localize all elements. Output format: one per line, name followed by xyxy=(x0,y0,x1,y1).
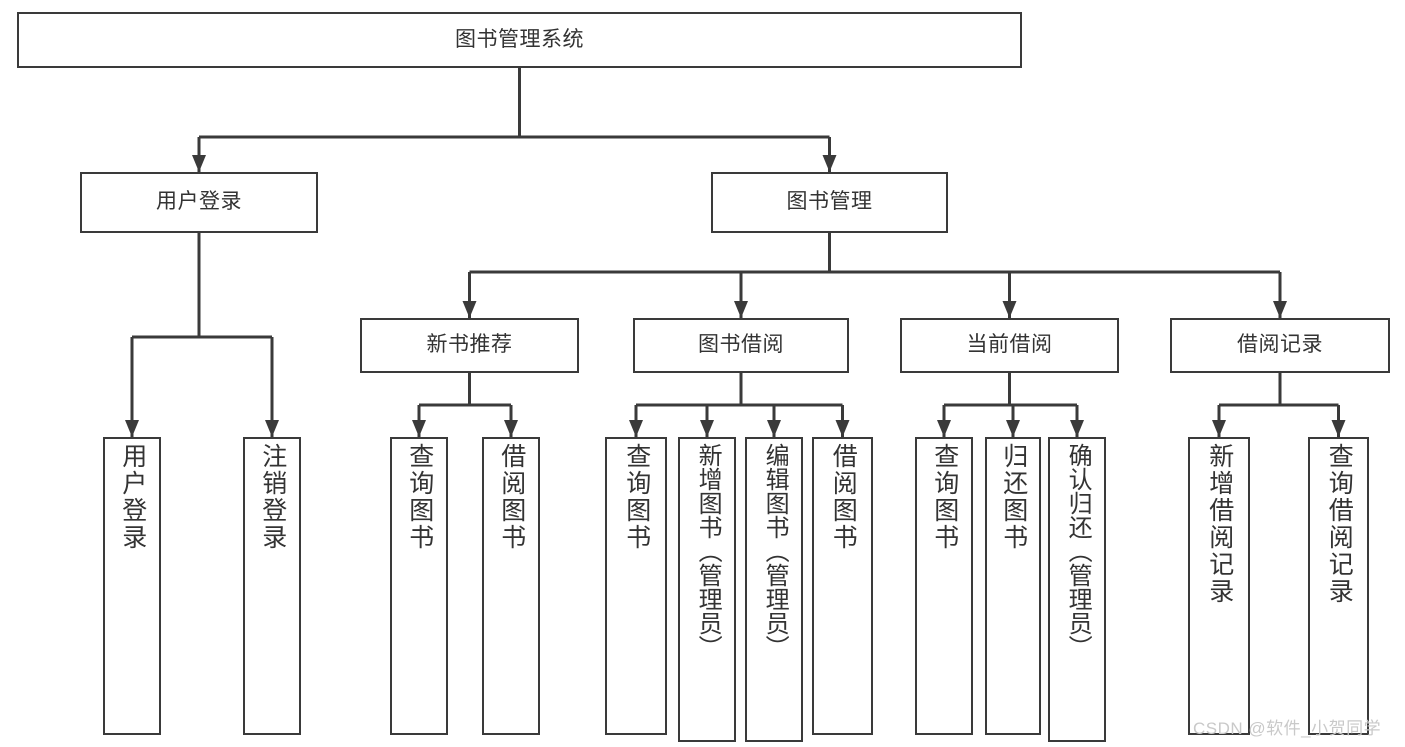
arrowhead xyxy=(734,301,748,318)
arrowhead xyxy=(192,155,206,172)
csdn-watermark: CSDN @软件_小贺同学 xyxy=(1193,719,1382,738)
node-leaf-bk-borrow[interactable]: 借阅图书 xyxy=(812,437,873,735)
node-label: 查询图书 xyxy=(622,443,651,551)
node-leaf-user-logout[interactable]: 注销登录 xyxy=(243,437,301,735)
node-label: 编辑图书（管理员） xyxy=(761,443,789,659)
node-leaf-user-login[interactable]: 用户登录 xyxy=(103,437,161,735)
node-label: 新增图书（管理员） xyxy=(694,443,722,659)
node-label: 借阅记录 xyxy=(1237,333,1323,357)
node-records[interactable]: 借阅记录 xyxy=(1170,318,1390,373)
node-label: 查询图书 xyxy=(405,443,434,551)
node-label: 用户登录 xyxy=(156,190,242,214)
node-leaf-bk-add[interactable]: 新增图书（管理员） xyxy=(678,437,736,742)
arrowhead xyxy=(1006,420,1020,437)
arrowhead xyxy=(1070,420,1084,437)
node-label: 借阅图书 xyxy=(829,443,858,551)
node-label: 图书管理 xyxy=(786,190,873,214)
node-label: 图书借阅 xyxy=(698,333,784,357)
node-label: 借阅图书 xyxy=(497,443,526,551)
node-leaf-cb-confirm[interactable]: 确认归还（管理员） xyxy=(1048,437,1106,742)
node-bookmgmt[interactable]: 图书管理 xyxy=(711,172,948,233)
arrowhead xyxy=(1002,301,1017,318)
node-leaf-bk-query[interactable]: 查询图书 xyxy=(605,437,667,735)
arrowhead xyxy=(937,420,951,437)
node-label: 当前借阅 xyxy=(966,333,1053,357)
arrowhead xyxy=(629,420,643,437)
arrowhead xyxy=(504,420,518,437)
node-leaf-cb-query[interactable]: 查询图书 xyxy=(915,437,973,735)
node-leaf-nb-borrow[interactable]: 借阅图书 xyxy=(482,437,540,735)
node-root[interactable]: 图书管理系统 xyxy=(17,12,1022,68)
node-label: 图书管理系统 xyxy=(455,27,584,51)
node-label: 查询借阅记录 xyxy=(1325,443,1354,605)
node-current[interactable]: 当前借阅 xyxy=(900,318,1119,373)
arrowhead xyxy=(462,301,477,318)
arrowhead xyxy=(1212,420,1226,437)
node-label: 归还图书 xyxy=(999,443,1028,551)
node-label: 新书推荐 xyxy=(426,333,513,357)
arrowhead xyxy=(767,420,781,437)
node-leaf-nb-query[interactable]: 查询图书 xyxy=(390,437,448,735)
node-leaf-cb-return[interactable]: 归还图书 xyxy=(985,437,1041,735)
node-label: 确认归还（管理员） xyxy=(1064,443,1092,659)
node-leaf-rc-add[interactable]: 新增借阅记录 xyxy=(1188,437,1250,735)
arrowhead xyxy=(822,155,837,172)
arrowhead xyxy=(1273,301,1287,318)
arrowhead xyxy=(835,420,850,437)
arrowhead xyxy=(265,420,279,437)
node-borrow[interactable]: 图书借阅 xyxy=(633,318,849,373)
node-label: 查询图书 xyxy=(930,443,959,551)
node-label: 注销登录 xyxy=(258,443,287,551)
node-newbook[interactable]: 新书推荐 xyxy=(360,318,579,373)
node-label: 用户登录 xyxy=(118,443,147,551)
arrowhead xyxy=(412,420,426,437)
arrowhead xyxy=(1331,420,1346,437)
arrowhead xyxy=(700,420,714,437)
node-label: 新增借阅记录 xyxy=(1205,443,1234,605)
node-leaf-bk-edit[interactable]: 编辑图书（管理员） xyxy=(745,437,803,742)
node-login[interactable]: 用户登录 xyxy=(80,172,318,233)
arrowhead xyxy=(125,420,139,437)
node-leaf-rc-query[interactable]: 查询借阅记录 xyxy=(1308,437,1369,735)
